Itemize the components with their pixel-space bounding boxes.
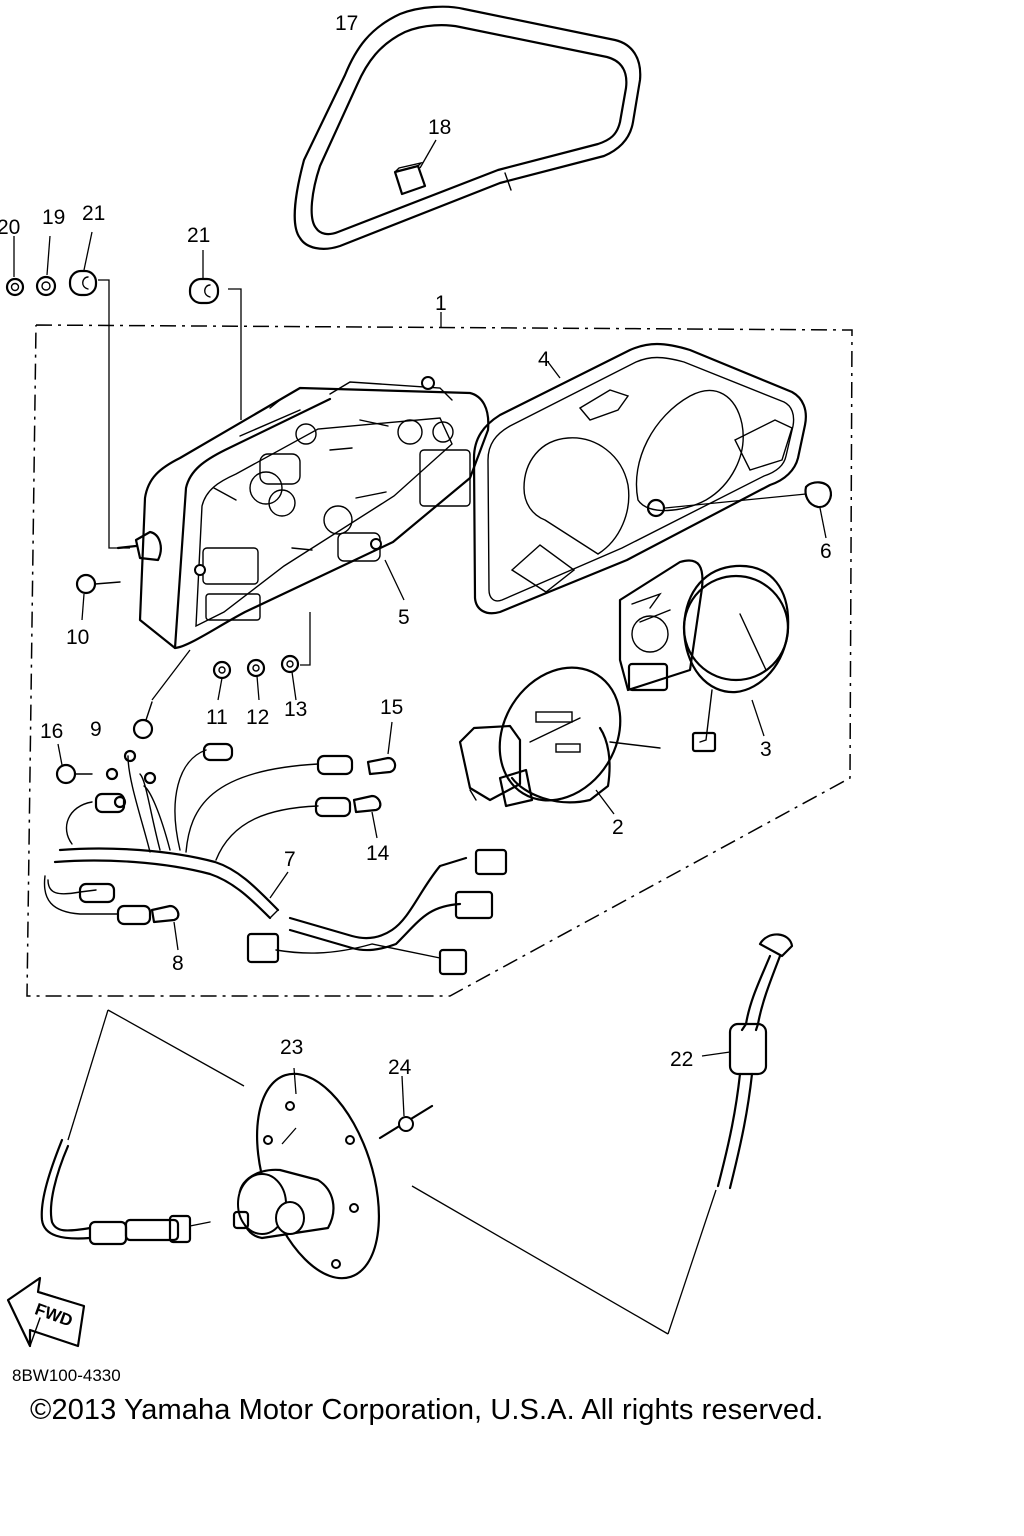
- callout-5: 5: [398, 606, 410, 629]
- callout-4: 4: [538, 348, 550, 371]
- callout-2: 2: [612, 816, 624, 839]
- part-mount-bolt: [116, 530, 162, 562]
- callout-labels: 17 18 20 19 21 21 1 4 6 5 10 11 12 13 9 …: [0, 12, 832, 1079]
- callout-20: 20: [0, 216, 20, 239]
- part-10-screw: [75, 573, 121, 621]
- part-20-nut: [5, 236, 25, 297]
- part-13-nut: [280, 612, 311, 701]
- harness-sockets: [78, 742, 354, 926]
- part-16-bolt: [55, 743, 93, 785]
- part-4-meter-panel: [472, 342, 807, 615]
- part-11-washer: [212, 660, 232, 701]
- part-22-speedometer-cable: [701, 933, 794, 1190]
- callout-19: 19: [42, 206, 65, 229]
- part-8-bulb: [150, 904, 180, 951]
- callout-8: 8: [172, 952, 184, 975]
- callout-1: 1: [435, 292, 447, 315]
- part-1-assembly-outline: [26, 312, 853, 997]
- part-15-bulb: [366, 721, 397, 776]
- callout-17: 17: [335, 12, 358, 35]
- callout-21-left: 21: [82, 202, 105, 225]
- callout-12: 12: [246, 706, 269, 729]
- part-6-grommet: [646, 481, 832, 539]
- part-3-tachometer: [618, 559, 790, 753]
- callout-6: 6: [820, 540, 832, 563]
- callout-3: 3: [760, 738, 772, 761]
- forward-label: FWD: [32, 1300, 75, 1331]
- terminal-rings: [105, 749, 157, 809]
- callout-10: 10: [66, 626, 89, 649]
- callout-23: 23: [280, 1036, 303, 1059]
- part-23-speedometer-gear: [232, 1067, 381, 1280]
- assembly-lines: [67, 1009, 717, 1335]
- part-9-screw: [132, 649, 191, 740]
- callout-16: 16: [40, 720, 63, 743]
- part-5-meter-case: [138, 376, 490, 650]
- callout-9: 9: [90, 718, 102, 741]
- part-21-grommet-right: [188, 250, 242, 420]
- callout-11: 11: [206, 706, 228, 729]
- forward-direction-arrow: FWD: [6, 1276, 86, 1348]
- part-19-washer: [35, 235, 57, 297]
- part-7-wire-harness: [43, 749, 508, 976]
- callout-7: 7: [284, 848, 296, 871]
- callout-21-right: 21: [187, 224, 210, 247]
- part-17-meter-cover: [293, 5, 642, 250]
- diagram-code: 8BW100-4330: [12, 1366, 121, 1385]
- part-2-speedometer: [458, 666, 661, 815]
- part-14-bulb: [352, 794, 382, 839]
- callout-15: 15: [380, 696, 403, 719]
- callout-13: 13: [284, 698, 307, 721]
- callout-18: 18: [428, 116, 451, 139]
- part-24-pin: [378, 1075, 434, 1140]
- speedometer-cable-lower: [40, 1138, 211, 1246]
- part-18-cushion: [393, 139, 437, 196]
- part-21-grommet-left: [68, 231, 130, 549]
- copyright-notice: ©2013 Yamaha Motor Corporation, U.S.A. A…: [30, 1394, 824, 1426]
- callout-24: 24: [388, 1056, 412, 1079]
- part-12-washer: [246, 658, 266, 701]
- callout-14: 14: [366, 842, 390, 865]
- callout-22: 22: [670, 1048, 693, 1071]
